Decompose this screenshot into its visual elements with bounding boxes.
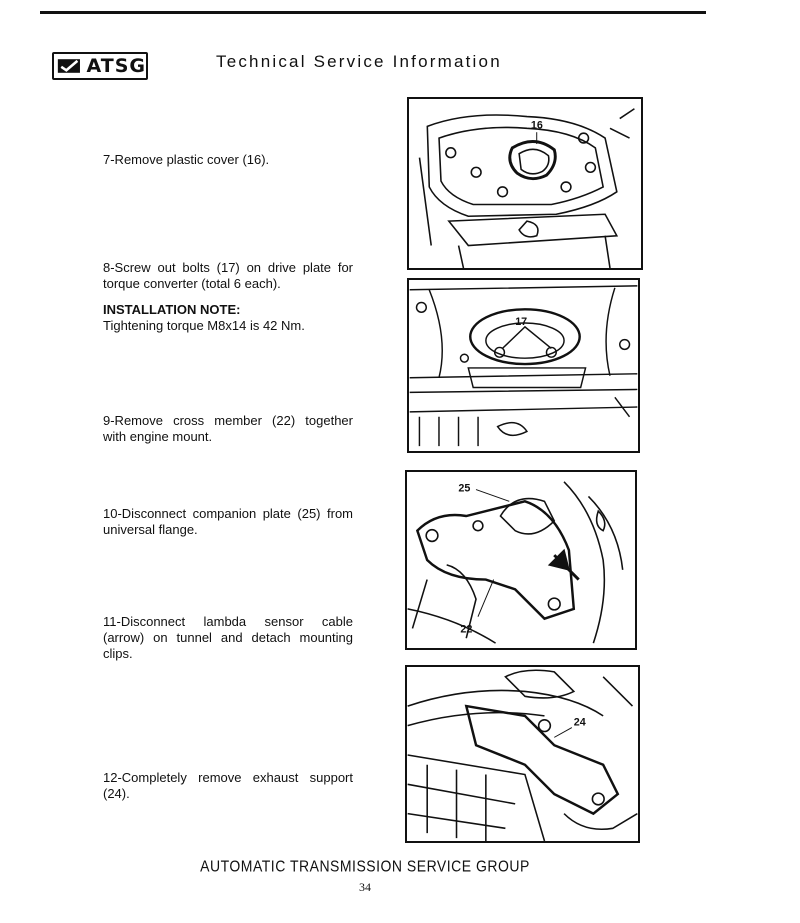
step-10-text: 10-Disconnect companion plate (25) from … <box>103 506 353 537</box>
logo-checkmark-icon <box>57 59 80 73</box>
exhaust-support-illustration: 24 <box>407 669 638 841</box>
photo-drive-plate: 17 <box>407 278 640 453</box>
page-title: Technical Service Information <box>216 52 502 71</box>
step-11: 11-Disconnect lambda sensor cable (arrow… <box>103 614 353 662</box>
step-11-text: 11-Disconnect lambda sensor cable (arrow… <box>103 614 353 661</box>
step-7: 7-Remove plastic cover (16). <box>103 152 353 168</box>
photo-exhaust-support: 24 <box>405 665 640 843</box>
drive-plate-illustration: 17 <box>409 285 638 447</box>
step-12: 12-Completely remove exhaust support (24… <box>103 770 353 802</box>
photo-cross-member: 25 22 <box>405 470 637 650</box>
step-9-text: 9-Remove cross member (22) together with… <box>103 413 353 444</box>
plastic-cover-illustration: 16 <box>418 108 635 268</box>
footer-group-name: AUTOMATIC TRANSMISSION SERVICE GROUP <box>200 857 530 875</box>
header-rule <box>40 11 706 14</box>
cross-member-illustration: 25 22 <box>407 481 624 644</box>
callout-22: 22 <box>460 623 472 635</box>
step-7-text: 7-Remove plastic cover (16). <box>103 152 270 167</box>
step-8: 8-Screw out bolts (17) on drive plate fo… <box>103 260 353 334</box>
atsg-logo: ATSG <box>52 52 148 80</box>
page-number: 34 <box>359 880 371 894</box>
callout-17: 17 <box>515 316 527 328</box>
installation-note-heading: INSTALLATION NOTE: <box>103 302 241 317</box>
photo-plastic-cover: 16 <box>407 97 643 270</box>
logo-text: ATSG <box>86 55 146 77</box>
installation-note-text: Tightening torque M8x14 is 42 Nm. <box>103 318 305 333</box>
callout-16: 16 <box>531 119 543 131</box>
step-9: 9-Remove cross member (22) together with… <box>103 413 353 445</box>
callout-24: 24 <box>574 717 586 729</box>
step-8-text: 8-Screw out bolts (17) on drive plate fo… <box>103 260 353 291</box>
step-10: 10-Disconnect companion plate (25) from … <box>103 506 353 538</box>
step-12-text: 12-Completely remove exhaust support (24… <box>103 770 353 801</box>
callout-25: 25 <box>458 483 470 495</box>
